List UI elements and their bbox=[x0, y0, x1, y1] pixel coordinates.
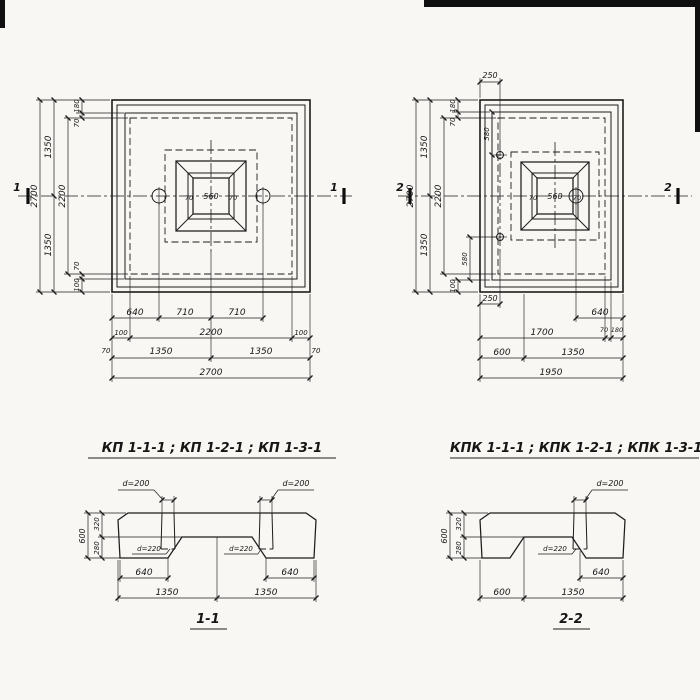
plan-kp-extension-lines bbox=[36, 99, 311, 382]
dim-320: 320 bbox=[93, 517, 101, 531]
section1-holes bbox=[160, 512, 274, 550]
dim-2700: 2700 bbox=[406, 184, 416, 207]
dim-d220: d=220 bbox=[543, 545, 567, 553]
dim-280: 280 bbox=[93, 541, 101, 555]
dim-70: 70 bbox=[600, 326, 608, 334]
dim-70: 70 bbox=[102, 347, 111, 355]
dim-100: 100 bbox=[294, 329, 308, 337]
section2-extension-lines bbox=[446, 496, 624, 602]
dim-580: 580 bbox=[461, 252, 469, 266]
dim-70: 70 bbox=[73, 261, 81, 270]
dim-600: 600 bbox=[440, 528, 449, 543]
dim-580: 580 bbox=[483, 127, 491, 141]
dim-640: 640 bbox=[591, 308, 608, 318]
dim-640: 640 bbox=[592, 568, 609, 578]
section-label: 2-2 bbox=[559, 612, 583, 627]
dim-180: 180 bbox=[73, 99, 81, 113]
dim-1350: 1350 bbox=[255, 588, 278, 598]
dim-250: 250 bbox=[482, 294, 497, 303]
section-mark-label: 1 bbox=[330, 181, 338, 194]
dim-1350: 1350 bbox=[44, 233, 54, 256]
section-1-1: d=200 d=200 d=220 d=220 600 320 280 640 … bbox=[78, 479, 319, 630]
dim-600: 600 bbox=[78, 528, 87, 543]
dim-70: 70 bbox=[185, 194, 193, 202]
dim-180: 180 bbox=[449, 99, 457, 113]
dim-100: 100 bbox=[449, 279, 457, 293]
dim-280: 280 bbox=[455, 541, 463, 555]
section1-extension-lines bbox=[84, 496, 317, 602]
kpk-marks-title: КПК 1-1-1 ; КПК 1-2-1 ; КПК 1-3-1 bbox=[450, 441, 700, 456]
foundation-profile bbox=[479, 512, 626, 559]
dim-2700: 2700 bbox=[30, 184, 40, 207]
dim-180: 180 bbox=[611, 326, 623, 334]
dim-70: 70 bbox=[573, 194, 581, 202]
scan-artifacts bbox=[0, 0, 700, 132]
dim-d200: d=200 bbox=[596, 479, 623, 488]
section-mark-label: 1 bbox=[13, 181, 21, 194]
dim-70: 70 bbox=[529, 194, 537, 202]
dim-640: 640 bbox=[135, 568, 152, 578]
dim-640: 640 bbox=[281, 568, 298, 578]
dim-600: 600 bbox=[493, 588, 510, 598]
dim-d220: d=220 bbox=[229, 545, 253, 553]
plan-kp: 1 1 2700 1350 1350 2200 180 70 70 100 70… bbox=[13, 97, 352, 382]
plan-kp-axes bbox=[18, 140, 352, 252]
dim-100: 100 bbox=[73, 278, 81, 292]
plan-kp-dimension-lines bbox=[37, 97, 313, 381]
dim-320: 320 bbox=[455, 517, 463, 531]
dim-1950: 1950 bbox=[540, 368, 563, 378]
plan-kpk-dimension-lines bbox=[413, 79, 626, 381]
marking-titles: КП 1-1-1 ; КП 1-2-1 ; КП 1-3-1 КПК 1-1-1… bbox=[88, 441, 700, 459]
dim-1350: 1350 bbox=[250, 347, 273, 357]
dim-70: 70 bbox=[449, 117, 457, 126]
dim-1350: 1350 bbox=[562, 588, 585, 598]
dim-1350: 1350 bbox=[420, 135, 430, 158]
section2-texts: d=200 d=220 600 320 280 640 600 1350 2-2 bbox=[440, 479, 624, 627]
section-2-2: d=200 d=220 600 320 280 640 600 1350 2-2 bbox=[440, 479, 628, 630]
dim-2200: 2200 bbox=[58, 184, 68, 207]
plan-kp-texts: 1 1 2700 1350 1350 2200 180 70 70 100 70… bbox=[13, 99, 338, 378]
dim-2700: 2700 bbox=[200, 368, 223, 378]
plan-kpk: 2 2 250 250 2700 1350 1350 2200 180 70 5… bbox=[396, 71, 692, 382]
dim-d200: d=200 bbox=[122, 479, 149, 488]
plan-kpk-texts: 2 2 250 250 2700 1350 1350 2200 180 70 5… bbox=[396, 71, 672, 378]
dim-600: 600 bbox=[493, 348, 510, 358]
kp-marks-title: КП 1-1-1 ; КП 1-2-1 ; КП 1-3-1 bbox=[102, 441, 322, 456]
dim-710: 710 bbox=[228, 308, 245, 318]
dim-d220: d=220 bbox=[137, 545, 161, 553]
dim-2200: 2200 bbox=[434, 184, 444, 207]
plan-kpk-axes bbox=[398, 142, 692, 250]
dim-1350: 1350 bbox=[562, 348, 585, 358]
dim-1350: 1350 bbox=[44, 135, 54, 158]
dim-70: 70 bbox=[312, 347, 321, 355]
dim-70: 70 bbox=[73, 118, 81, 127]
dim-710: 710 bbox=[176, 308, 193, 318]
dim-70: 70 bbox=[229, 194, 237, 202]
section2-dimension-lines bbox=[447, 489, 628, 601]
dim-d200: d=200 bbox=[282, 479, 309, 488]
dim-560: 560 bbox=[203, 192, 218, 201]
dim-1350: 1350 bbox=[420, 233, 430, 256]
section1-texts: d=200 d=200 d=220 d=220 600 320 280 640 … bbox=[78, 479, 310, 627]
section-mark-label: 2 bbox=[664, 181, 672, 194]
dim-100: 100 bbox=[114, 329, 128, 337]
dim-640: 640 bbox=[126, 308, 143, 318]
dim-1350: 1350 bbox=[156, 588, 179, 598]
dim-560: 560 bbox=[547, 192, 562, 201]
section-mark-label: 2 bbox=[396, 181, 404, 194]
dim-1700: 1700 bbox=[531, 328, 554, 338]
dim-1350: 1350 bbox=[150, 347, 173, 357]
section2-hole bbox=[572, 512, 588, 550]
dim-250: 250 bbox=[482, 71, 497, 80]
section-label: 1-1 bbox=[196, 612, 220, 627]
dim-2200: 2200 bbox=[200, 328, 223, 338]
section1-dimension-lines bbox=[85, 489, 319, 601]
